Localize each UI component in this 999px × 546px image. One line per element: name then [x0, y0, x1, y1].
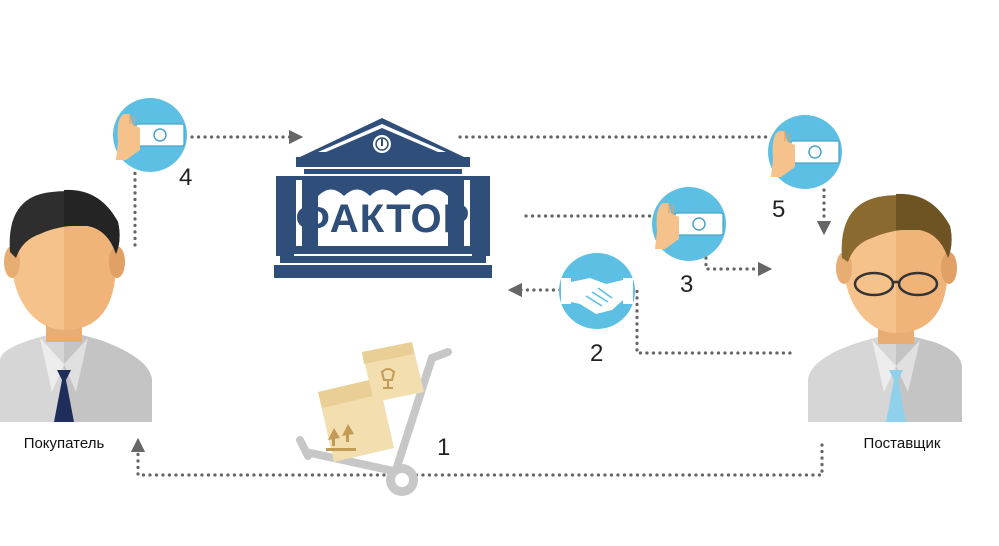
arrow-step3-to-supplier: [704, 256, 773, 277]
step2-number: 2: [590, 340, 603, 367]
step2-handshake-icon: [559, 253, 635, 329]
step3-money-hand-icon: [652, 187, 726, 261]
supplier-label: Поставщик: [864, 435, 941, 452]
arrow-supplier-to-buyer: [130, 437, 824, 477]
buyer-figure: Покупатель: [0, 189, 152, 452]
step4-money-hand-icon: [113, 98, 187, 172]
step5-money-hand-icon: [768, 115, 842, 189]
connectors: [130, 129, 832, 477]
supplier-tie: [886, 370, 906, 422]
step3-number: 3: [680, 271, 693, 298]
cart-boxes-icon: [296, 342, 452, 496]
step1-number: 1: [437, 434, 450, 461]
bank-label: ФАКТОР: [296, 197, 471, 241]
step5-number: 5: [772, 196, 785, 223]
step4-number: 4: [179, 164, 192, 191]
bank-building: ФАКТОР: [274, 118, 492, 278]
connector-supplier-to-step2: [635, 288, 792, 355]
buyer-tie: [54, 370, 74, 422]
supplier-figure: Поставщик: [808, 193, 962, 452]
buyer-label: Покупатель: [24, 435, 105, 452]
glasses-icon: [853, 271, 939, 297]
